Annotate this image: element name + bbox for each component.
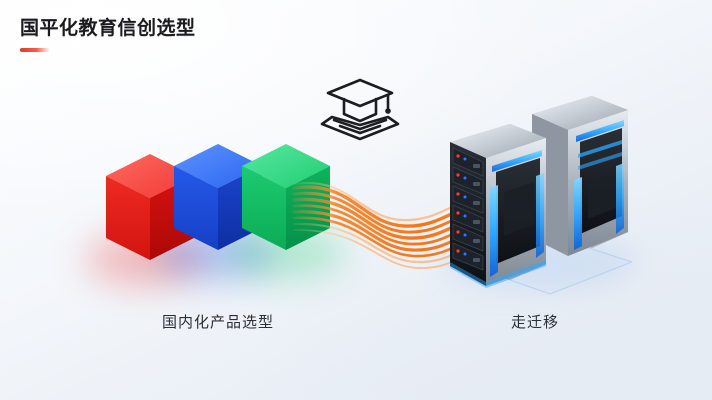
caption-right: 走迁移 (510, 314, 559, 331)
title-accent-bar (20, 48, 50, 52)
caption-left: 国内化产品选型 (161, 314, 274, 331)
header: 国平化教育信创选型 (20, 16, 196, 52)
graduation-cap-book-icon (316, 72, 404, 144)
server-racks (440, 96, 634, 296)
page-title: 国平化教育信创选型 (20, 18, 196, 39)
